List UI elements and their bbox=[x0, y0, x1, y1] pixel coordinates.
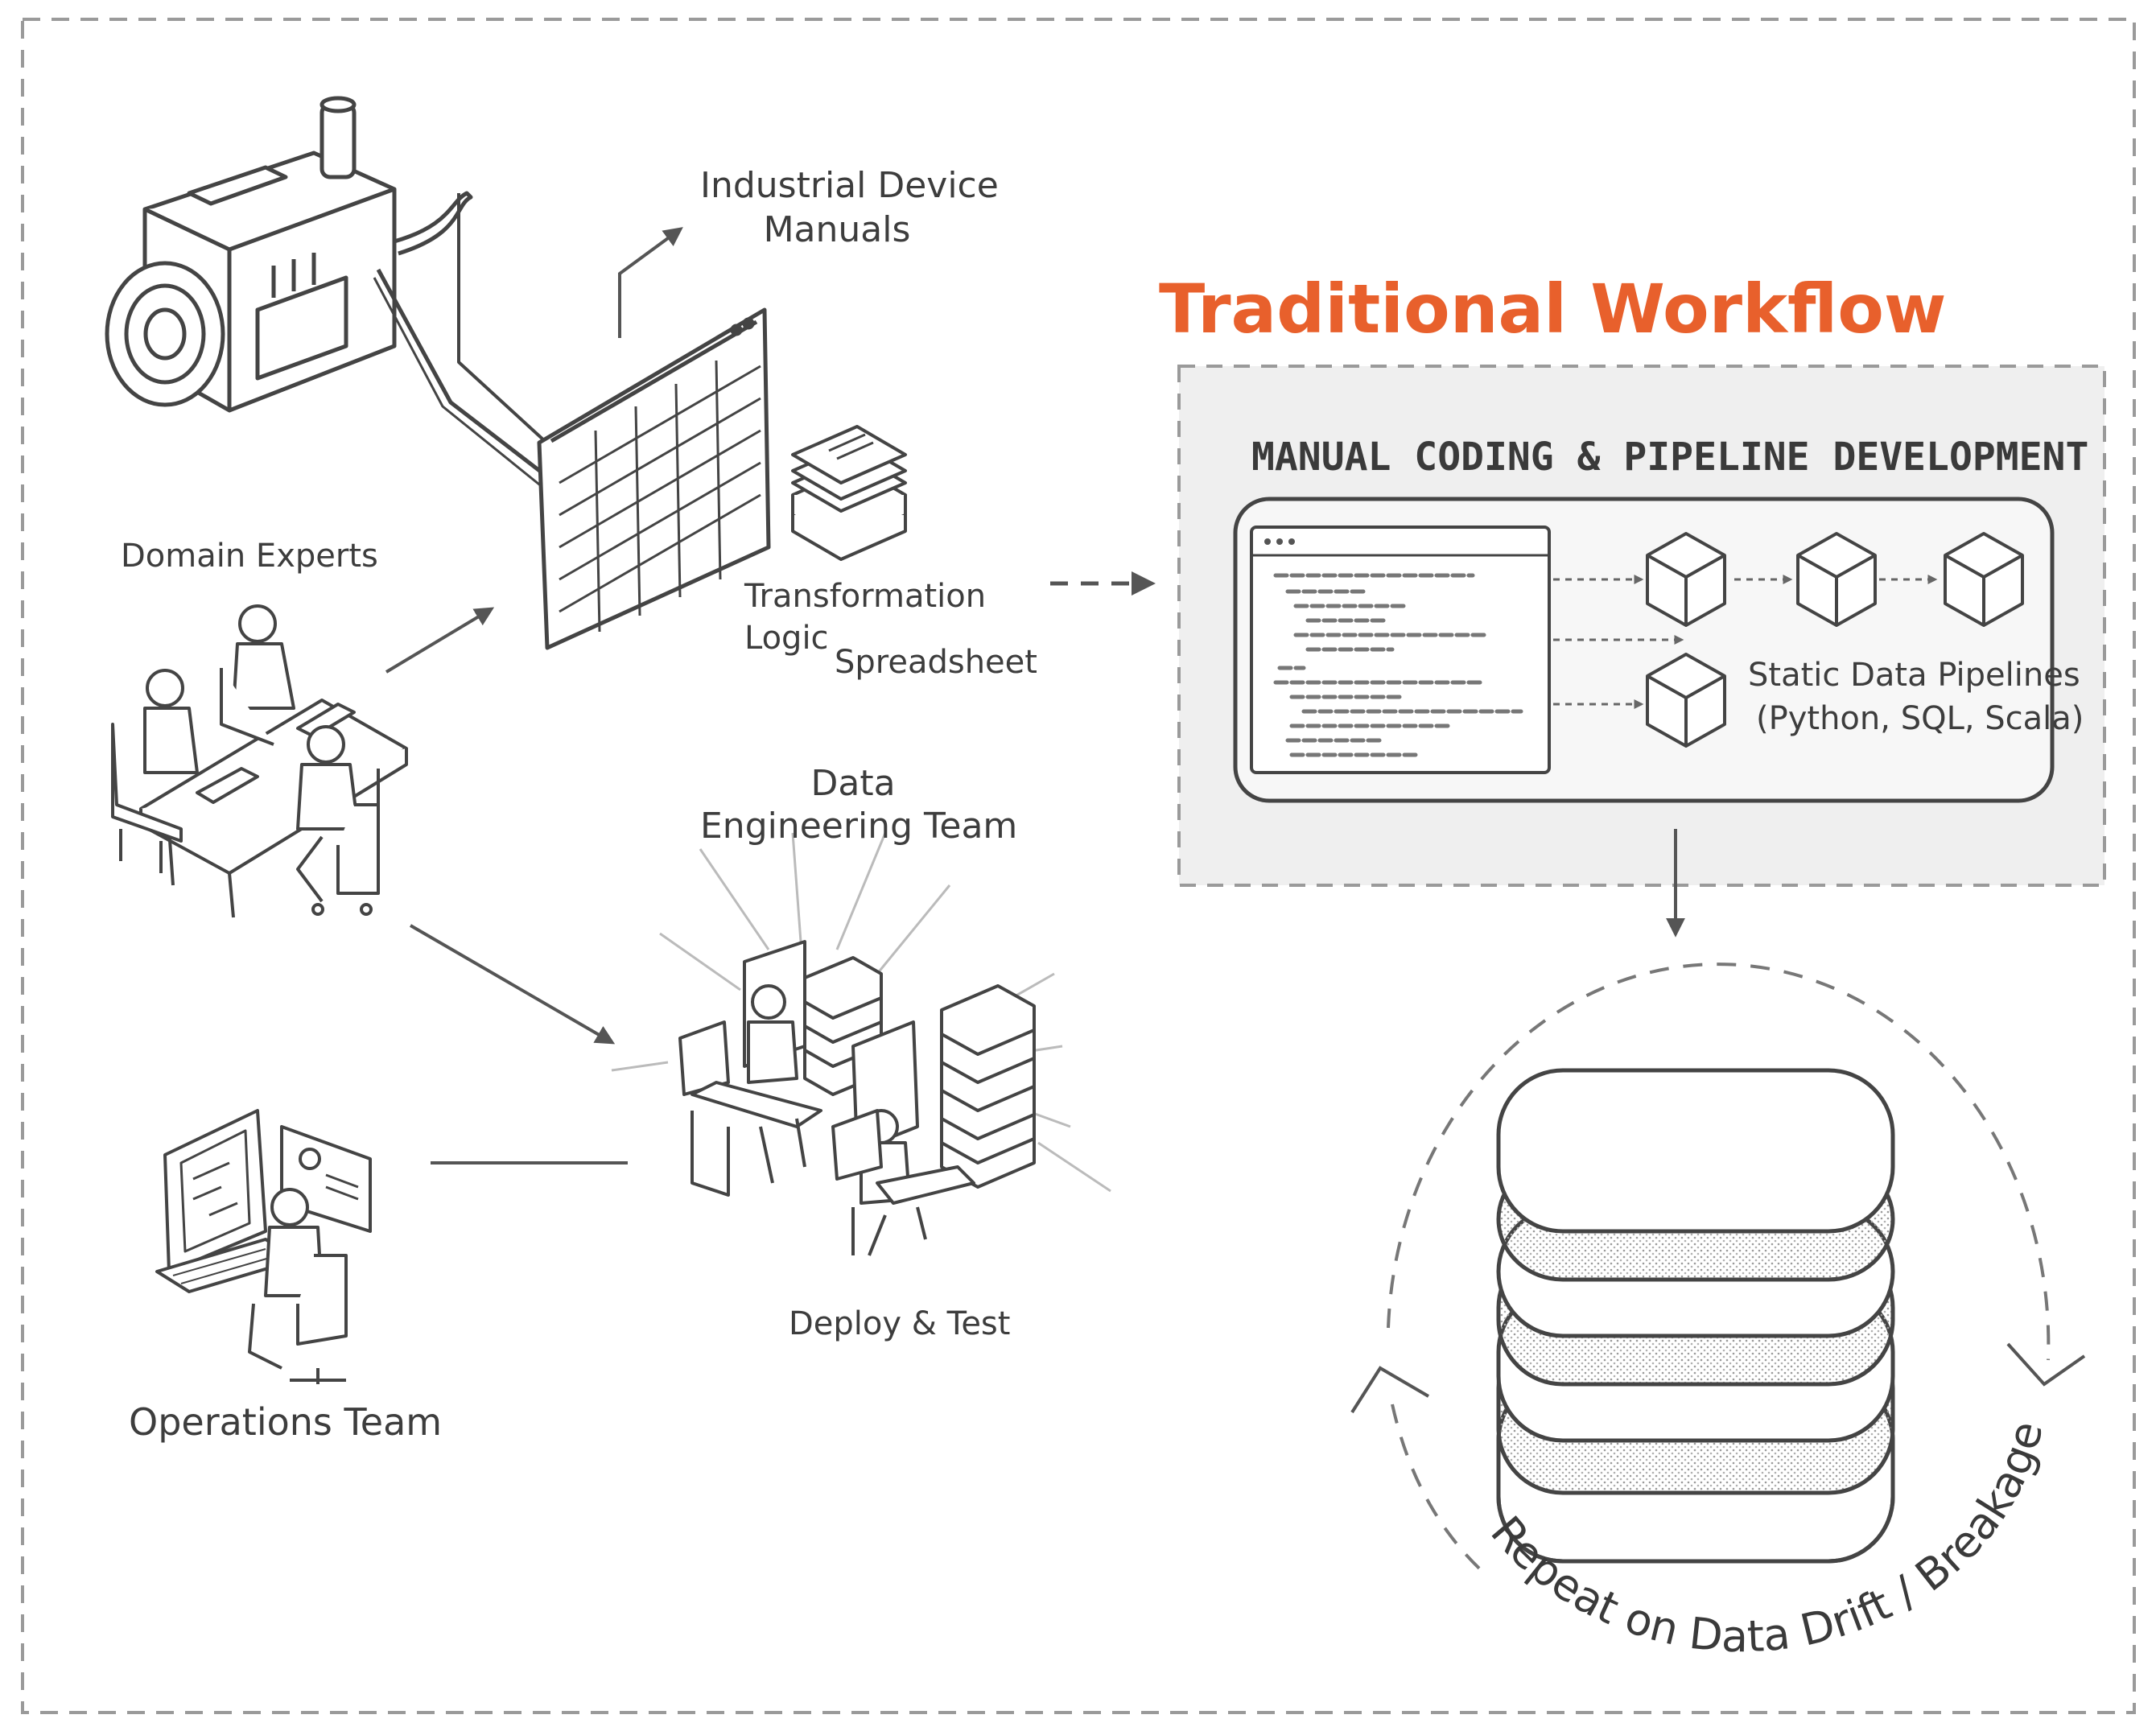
label-industrial-device-manuals: Industrial Device Manuals bbox=[700, 165, 999, 250]
arrow-experts-to-engineering bbox=[409, 924, 616, 1045]
label-spreadsheet: Spreadsheet bbox=[835, 644, 1037, 681]
engineering-workstations-icon bbox=[678, 940, 975, 1256]
label-line: Data bbox=[810, 763, 896, 804]
label-transformation: Transformation bbox=[744, 578, 987, 615]
label-static-pipelines: Static Data Pipelines (Python, SQL, Scal… bbox=[1748, 653, 2084, 740]
diagram-title: Traditional Workflow bbox=[1159, 270, 1947, 348]
meeting-team-icon bbox=[111, 604, 408, 918]
arrow-experts-to-spreadsheet bbox=[385, 607, 495, 674]
label-deploy-test: Deploy & Test bbox=[789, 1305, 1011, 1342]
label-line: Industrial Device bbox=[700, 165, 999, 206]
engineering-team-icon bbox=[611, 832, 1111, 1193]
label-data-engineering-team: Data Engineering Team bbox=[700, 763, 1018, 847]
cycle-arrowhead-right bbox=[2006, 1342, 2086, 1387]
label-operations-team: Operations Team bbox=[129, 1400, 443, 1444]
document-stack-icon bbox=[791, 425, 907, 561]
code-editor-icon bbox=[1250, 526, 1551, 774]
label-line: Manuals bbox=[763, 209, 911, 250]
label-line: Engineering Team bbox=[700, 806, 1018, 847]
pipeline-cube-icon bbox=[1646, 532, 2024, 748]
operator-workstation-icon bbox=[155, 1109, 372, 1384]
arrow-to-manuals bbox=[618, 227, 683, 338]
industrial-device-icon bbox=[105, 96, 557, 493]
spreadsheet-icon bbox=[537, 307, 771, 650]
cycle-arc-lower-left bbox=[1391, 1404, 1490, 1579]
cycle-arc bbox=[1387, 962, 2051, 1361]
label-line: (Python, SQL, Scala) bbox=[1756, 700, 2084, 737]
label-line: Static Data Pipelines bbox=[1748, 657, 2080, 694]
cycle-arrowhead-left bbox=[1350, 1366, 1430, 1414]
label-logic: Logic bbox=[744, 620, 829, 657]
label-domain-experts: Domain Experts bbox=[121, 538, 378, 575]
outer-frame bbox=[21, 18, 2136, 1714]
panel-title: MANUAL CODING & PIPELINE DEVELOPMENT bbox=[1251, 435, 2089, 480]
database-stack-icon bbox=[1496, 1068, 1895, 1564]
